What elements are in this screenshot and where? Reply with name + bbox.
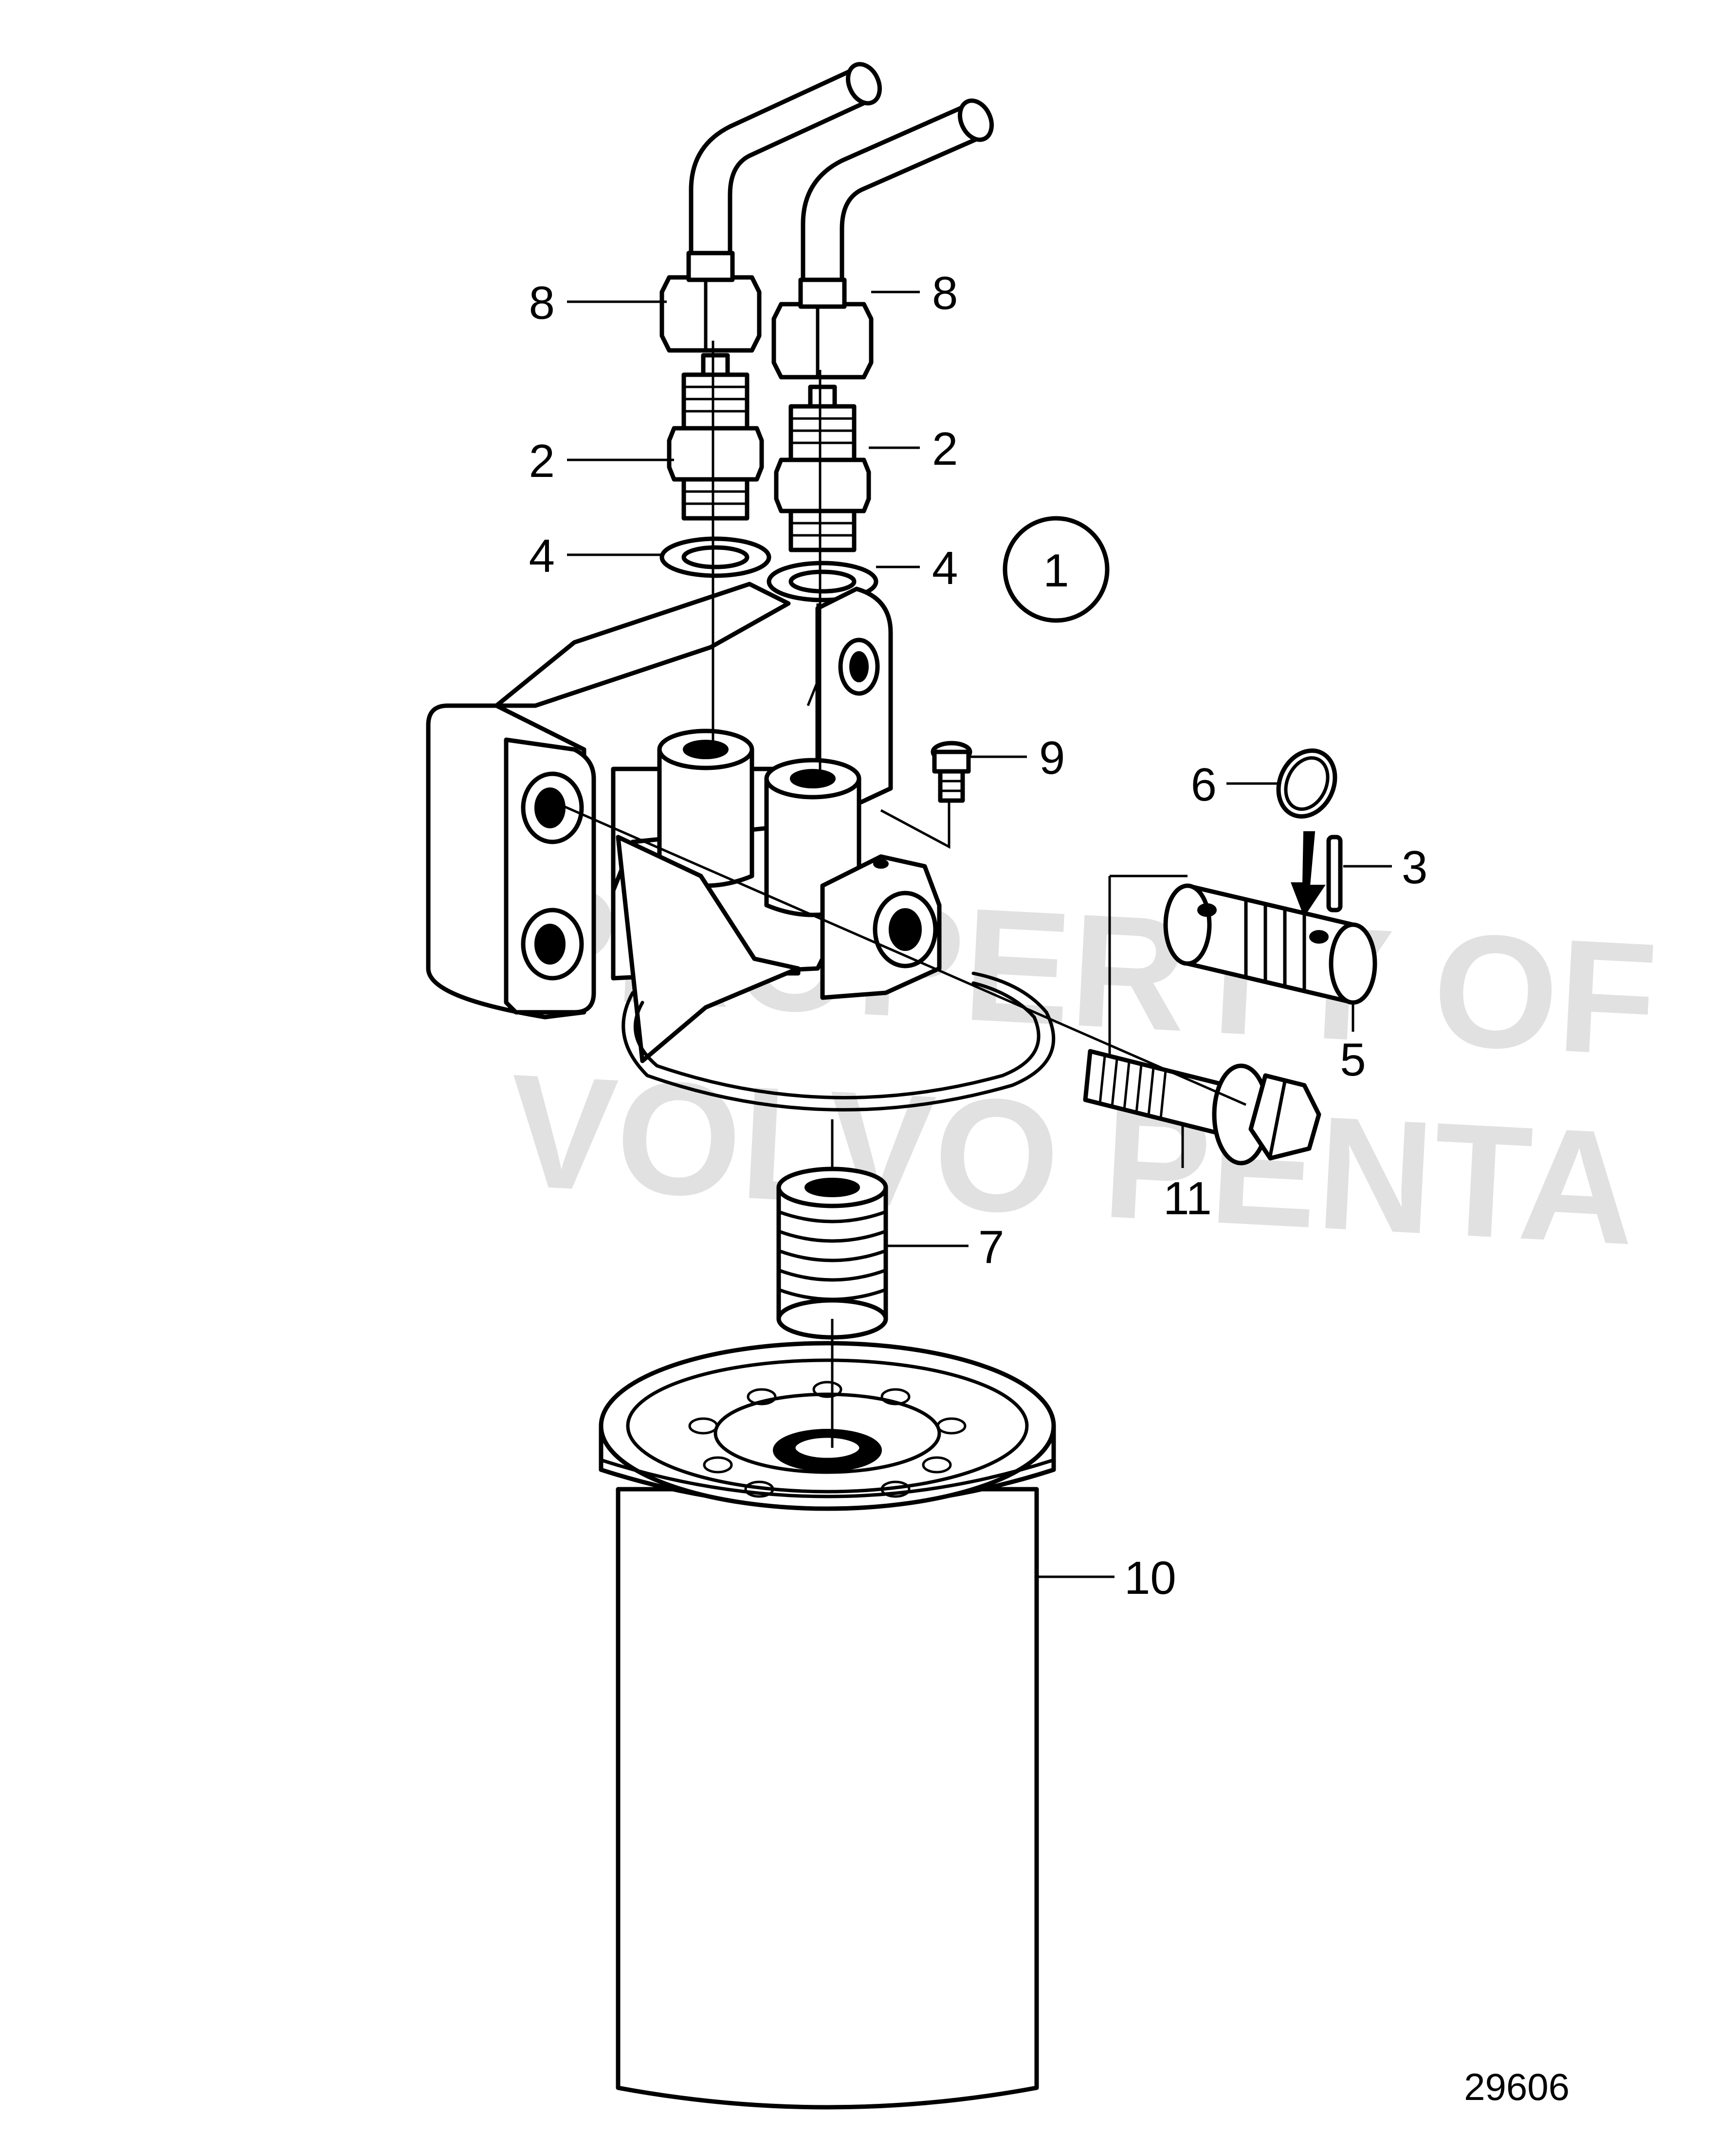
figure-number: 29606 <box>1464 2065 1570 2108</box>
flange-bolt <box>1083 1049 1321 1166</box>
callout-2-left: 2 <box>529 435 555 487</box>
callout-4-right: 4 <box>932 542 958 594</box>
sealing-washer-left <box>659 536 771 578</box>
filter-bracket <box>426 582 942 1063</box>
callout-2-right: 2 <box>932 423 958 475</box>
threaded-nipple <box>776 1167 888 1340</box>
adapter-nipple-right <box>774 384 871 552</box>
callout-9: 9 <box>1039 732 1065 784</box>
callout-11: 11 <box>1163 1172 1212 1224</box>
assembly-callout: 1 <box>1003 516 1110 623</box>
callout-8-right: 8 <box>932 267 958 319</box>
callout-10: 10 <box>1124 1552 1176 1604</box>
plug-screw <box>931 741 972 803</box>
assembly-lines <box>544 341 1247 1448</box>
pin <box>1326 835 1343 912</box>
union-nut-right <box>771 277 874 380</box>
callout-8-left: 8 <box>529 277 555 329</box>
fuel-pipe-left <box>689 62 882 255</box>
oil-filter <box>599 1341 1056 2110</box>
insertion-arrow <box>1291 831 1326 917</box>
fuel-pipe-right <box>801 98 994 285</box>
assembly-callout-number: 1 <box>1043 545 1069 597</box>
bracket-o-ring <box>621 971 1056 1112</box>
union-nut-left <box>659 251 762 353</box>
callout-5: 5 <box>1340 1034 1366 1086</box>
o-ring-small <box>1276 748 1337 819</box>
callout-labels: 8 8 2 2 4 4 9 6 3 5 11 7 10 <box>529 267 1428 1604</box>
adapter-nipple-left <box>667 353 764 521</box>
callout-3: 3 <box>1402 841 1427 894</box>
leader-lines <box>567 291 1392 1578</box>
callout-4-left: 4 <box>529 530 555 582</box>
callout-6: 6 <box>1191 759 1217 811</box>
valve-piston <box>1163 883 1377 1005</box>
callout-7: 7 <box>978 1221 1004 1273</box>
